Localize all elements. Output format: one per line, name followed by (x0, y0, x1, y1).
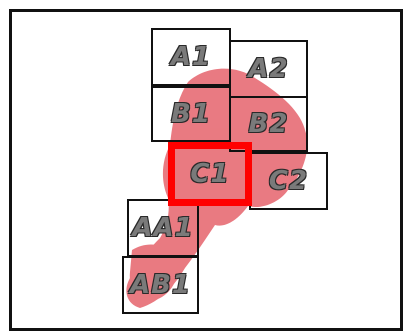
tile-label: B2 (249, 109, 289, 139)
tile-label: C2 (269, 166, 308, 196)
tile-c2: C2 (249, 152, 328, 210)
selected-tile-highlight (168, 142, 252, 206)
tile-ab1: AB1 (122, 256, 199, 314)
tile-label: AB1 (130, 270, 191, 300)
tile-aa1: AA1 (127, 199, 199, 257)
tile-label: B1 (171, 99, 211, 129)
tile-b1: B1 (151, 86, 231, 142)
tile-a2: A2 (229, 40, 308, 98)
tile-a1: A1 (151, 28, 231, 86)
tile-label: A1 (171, 42, 211, 72)
tile-label: AA1 (132, 213, 193, 243)
tile-label: A2 (248, 54, 288, 84)
